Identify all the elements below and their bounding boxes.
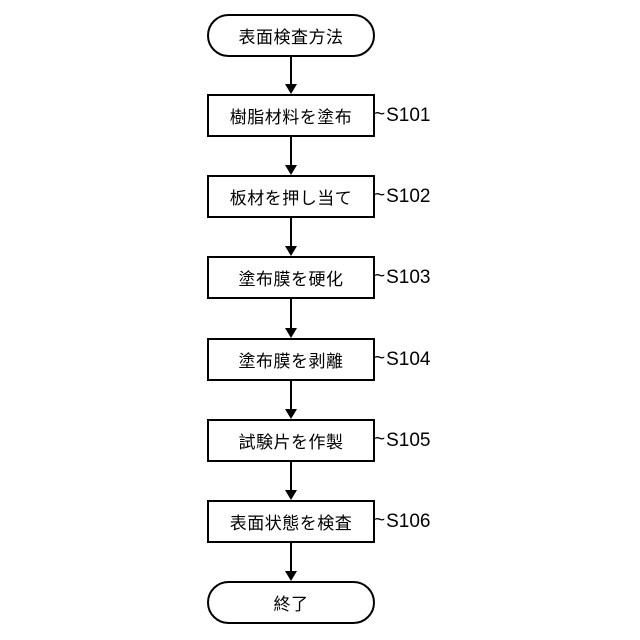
process-node-s104: 塗布膜を剥離 <box>207 338 375 381</box>
tilde-connector: ~ <box>374 509 386 531</box>
flow-arrow <box>285 57 297 94</box>
process-node-s101: 樹脂材料を塗布 <box>207 94 375 137</box>
arrowhead-icon <box>285 246 297 256</box>
arrowhead-icon <box>285 165 297 175</box>
arrow-shaft <box>290 57 292 84</box>
process-label-s103: 塗布膜を硬化 <box>238 270 344 289</box>
arrow-shaft <box>290 543 292 571</box>
process-label-s105: 試験片を作製 <box>238 433 344 452</box>
end-terminal-label: 終了 <box>273 595 309 614</box>
process-node-s103: 塗布膜を硬化 <box>207 256 375 299</box>
flow-arrow <box>285 218 297 256</box>
step-id-text: S104 <box>386 348 431 370</box>
step-id-text: S101 <box>386 104 431 126</box>
flow-arrow <box>285 381 297 419</box>
step-id-text: S102 <box>386 185 431 207</box>
arrow-shaft <box>290 137 292 165</box>
arrowhead-icon <box>285 409 297 419</box>
arrowhead-icon <box>285 490 297 500</box>
process-label-s101: 樹脂材料を塗布 <box>229 108 353 127</box>
step-id-text: S106 <box>386 510 431 532</box>
step-id-s105: ~ S105 <box>374 419 430 462</box>
arrowhead-icon <box>285 571 297 581</box>
tilde-connector: ~ <box>374 428 386 450</box>
start-terminal-label: 表面検査方法 <box>238 28 344 47</box>
step-id-s102: ~ S102 <box>374 175 430 218</box>
arrow-shaft <box>290 381 292 409</box>
flow-arrow <box>285 462 297 500</box>
step-id-text: S103 <box>386 266 431 288</box>
process-label-s104: 塗布膜を剥離 <box>238 352 344 371</box>
step-id-s101: ~ S101 <box>374 94 430 137</box>
process-label-s102: 板材を押し当て <box>229 189 353 208</box>
process-label-s106: 表面状態を検査 <box>229 514 353 533</box>
process-node-s106: 表面状態を検査 <box>207 500 375 543</box>
flow-arrow <box>285 137 297 175</box>
arrowhead-icon <box>285 84 297 94</box>
flow-arrow <box>285 299 297 338</box>
tilde-connector: ~ <box>374 347 386 369</box>
start-terminal-node: 表面検査方法 <box>207 14 375 57</box>
step-id-s104: ~ S104 <box>374 338 430 381</box>
process-node-s105: 試験片を作製 <box>207 419 375 462</box>
step-id-s103: ~ S103 <box>374 256 430 299</box>
arrowhead-icon <box>285 328 297 338</box>
arrow-shaft <box>290 299 292 328</box>
tilde-connector: ~ <box>374 103 386 125</box>
process-node-s102: 板材を押し当て <box>207 175 375 218</box>
arrow-shaft <box>290 462 292 490</box>
arrow-shaft <box>290 218 292 246</box>
tilde-connector: ~ <box>374 265 386 287</box>
tilde-connector: ~ <box>374 184 386 206</box>
step-id-text: S105 <box>386 429 431 451</box>
step-id-s106: ~ S106 <box>374 500 430 543</box>
end-terminal-node: 終了 <box>207 581 375 624</box>
flow-arrow <box>285 543 297 581</box>
